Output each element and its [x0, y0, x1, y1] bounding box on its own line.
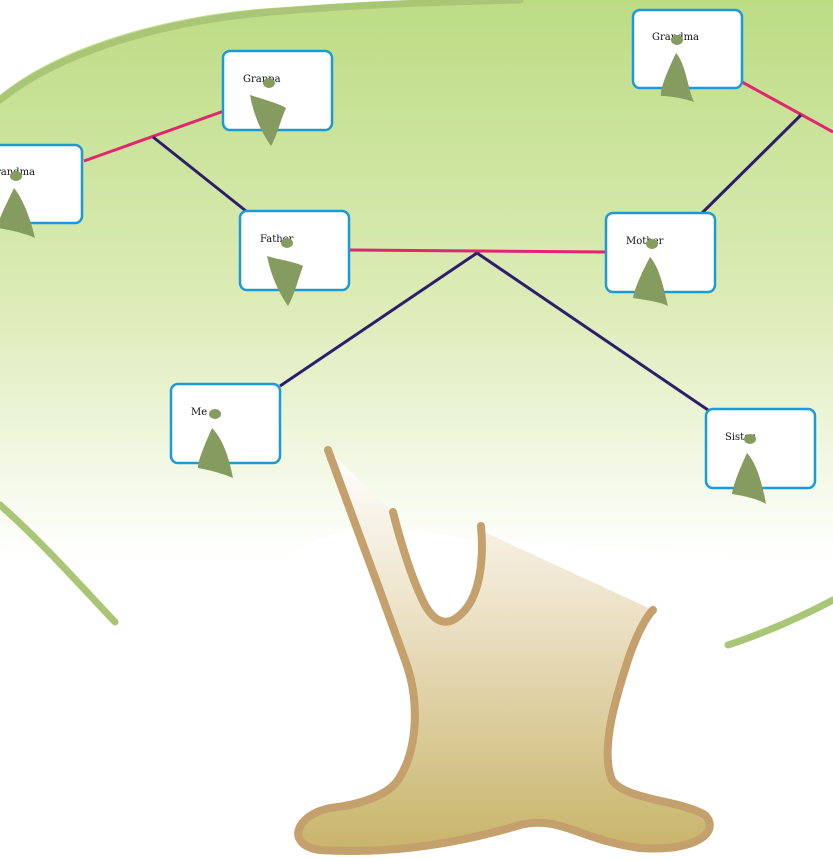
spouse-line-grandparents-right — [741, 80, 833, 134]
trunk-branch-fork — [389, 508, 486, 626]
person-card-grandma-left[interactable]: Grandma — [0, 143, 84, 238]
person-name: Me — [191, 407, 207, 418]
person-card-grandma-right[interactable]: Grandma — [631, 8, 744, 102]
person-card-father[interactable]: Father — [238, 209, 351, 306]
person-silhouette-icon — [732, 434, 766, 504]
canopy-outline-right — [724, 596, 833, 649]
person-name: Sister — [725, 432, 755, 443]
person-silhouette-icon — [0, 171, 35, 238]
person-silhouette-icon — [633, 239, 668, 306]
person-card-granpa[interactable]: Granpa — [221, 49, 334, 146]
canopy-outline-top — [0, 0, 524, 104]
trunk-outline — [294, 446, 714, 855]
person-name: Granpa — [243, 74, 281, 85]
person-silhouette-icon — [198, 409, 233, 478]
person-card-me[interactable]: Me — [169, 382, 282, 478]
person-card-sister[interactable]: Sister — [704, 407, 817, 504]
person-name: Mother — [626, 236, 664, 247]
person-silhouette-icon — [250, 78, 286, 146]
parent-line-me — [279, 251, 478, 388]
parent-line-father — [152, 135, 247, 213]
canopy-outline-left — [0, 501, 119, 626]
person-card-mother[interactable]: Mother — [604, 211, 717, 306]
parent-line-sister — [476, 251, 709, 412]
person-name: Father — [260, 234, 294, 245]
spouse-line-parents — [349, 248, 607, 254]
parent-line-mother — [700, 113, 803, 215]
person-silhouette-icon — [660, 35, 694, 102]
person-silhouette-icon — [267, 238, 303, 306]
